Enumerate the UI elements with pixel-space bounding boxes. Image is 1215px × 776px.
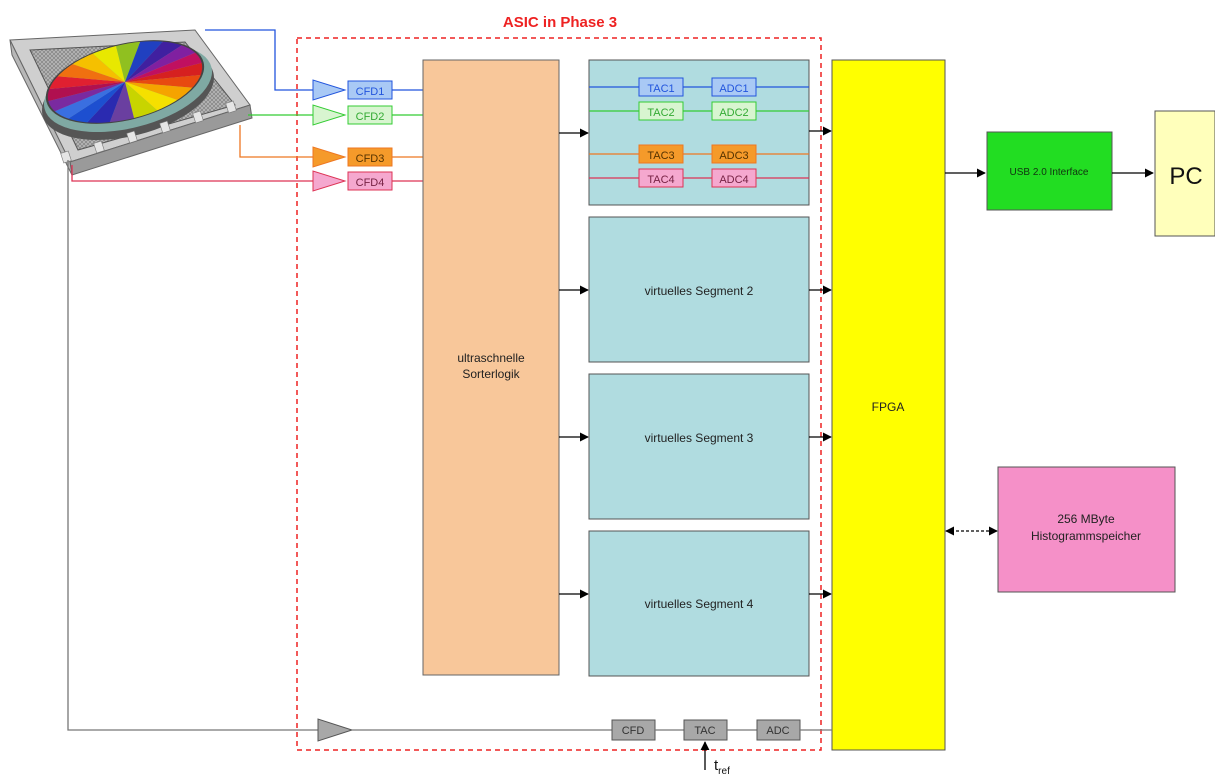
wheel-segment	[47, 82, 125, 112]
wheel-segment	[72, 53, 125, 82]
segment-2-block: virtuelles Segment 2	[588, 216, 810, 363]
wheel-segment	[86, 82, 125, 124]
segment-3-block: virtuelles Segment 3	[588, 373, 810, 520]
memory-label-line1: 256 MByte	[1057, 512, 1115, 526]
sorter-label-line1: ultraschnelle	[457, 351, 525, 365]
sorter-to-segment-arrows	[559, 128, 589, 599]
fpga-label: FPGA	[872, 400, 905, 414]
wheel-segment	[125, 74, 202, 88]
wheel-segment	[46, 82, 125, 102]
wheel-segment	[125, 62, 204, 82]
detector-wires	[71, 29, 313, 182]
fpga-block: FPGA	[831, 59, 946, 751]
reference-amplifier-icon	[317, 718, 354, 742]
tac2-label: TAC2	[647, 107, 674, 119]
wheel-segment	[125, 41, 183, 82]
wheel-segment	[125, 52, 203, 82]
segment-4-block: virtuelles Segment 4	[588, 530, 810, 677]
adc3-label: ADC3	[719, 150, 748, 162]
wheel-segment	[67, 82, 125, 123]
wheel-segment	[48, 76, 125, 90]
asic-boundary	[296, 37, 822, 751]
wheel-segment	[109, 82, 135, 123]
segment-4-label: virtuelles Segment 4	[645, 597, 754, 611]
sorter-label-line2: Sorterlogik	[462, 367, 520, 381]
adc4-label: ADC4	[719, 174, 748, 186]
bottom-adc-label: ADC	[766, 725, 789, 737]
segment-1-block: TAC1 ADC1 TAC2 ADC2 TAC3 ADC3 TAC4 ADC4	[588, 59, 810, 206]
wheel-segment	[125, 82, 178, 111]
wheel-segment	[125, 82, 194, 101]
usb-interface-block: USB 2.0 Interface	[986, 131, 1113, 211]
wheel-segment	[125, 44, 197, 82]
cfd4-amplifier-icon	[312, 170, 347, 192]
cfd1-label: CFD1	[356, 86, 385, 98]
adc2-label: ADC2	[719, 107, 748, 119]
tac1-label: TAC1	[647, 83, 674, 95]
cfd1-amplifier-icon	[312, 79, 347, 101]
pc-label: PC	[1169, 163, 1202, 190]
wheel-segment	[56, 63, 125, 82]
wheel-segment	[53, 82, 125, 120]
wheel-segment	[125, 40, 164, 82]
wheel-segment	[125, 82, 158, 119]
wheel-segment	[92, 45, 125, 82]
segment-2-label: virtuelles Segment 2	[645, 284, 754, 298]
adc1-label: ADC1	[719, 83, 748, 95]
segment-3-label: virtuelles Segment 3	[645, 431, 754, 445]
histogram-memory-block: 256 MByte Histogrammspeicher	[997, 466, 1176, 593]
pc-block: PC	[1154, 110, 1215, 237]
tref-label: tref	[714, 757, 730, 776]
cfd-channels: CFD1 CFD2 CFD3 CFD4	[312, 79, 423, 192]
sorter-logic-block: ultraschnelle Sorterlogik	[422, 59, 560, 676]
tac4-label: TAC4	[647, 174, 674, 186]
bottom-cfd-label: CFD	[622, 725, 645, 737]
cfd2-label: CFD2	[356, 111, 385, 123]
cfd4-label: CFD4	[356, 177, 385, 189]
memory-label-line2: Histogrammspeicher	[1031, 529, 1141, 543]
asic-title: ASIC in Phase 3	[503, 14, 617, 31]
bottom-tac-label: TAC	[694, 725, 715, 737]
tac3-label: TAC3	[647, 150, 674, 162]
detector-image	[9, 29, 253, 176]
cfd3-label: CFD3	[356, 153, 385, 165]
reference-chain: CFD TAC ADC tref	[67, 160, 832, 776]
cfd3-amplifier-icon	[312, 146, 347, 168]
usb-label: USB 2.0 Interface	[1010, 167, 1089, 178]
segment-to-fpga-arrows	[809, 126, 832, 599]
wheel-segment	[115, 41, 141, 82]
cfd2-amplifier-icon	[312, 104, 347, 126]
